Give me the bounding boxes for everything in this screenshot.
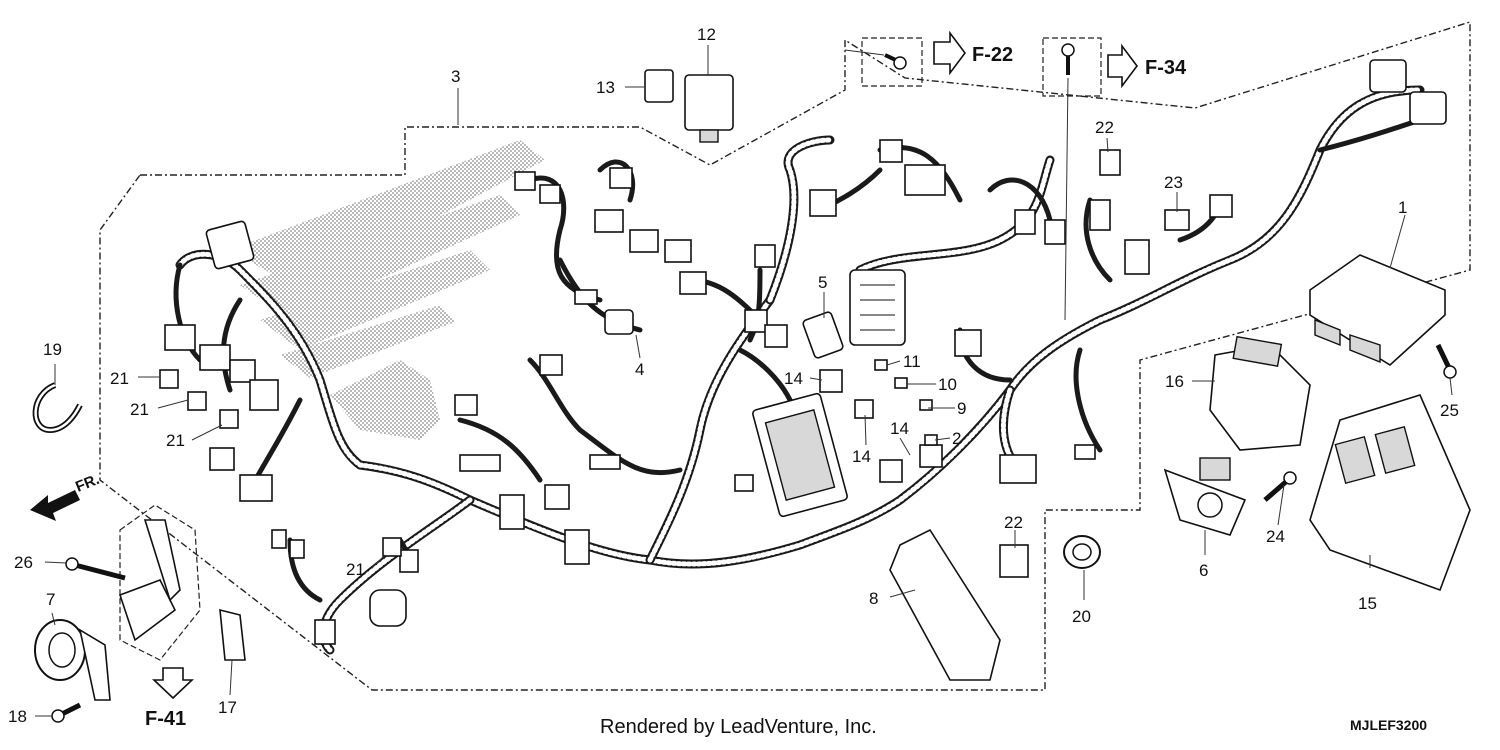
harness-connectors — [164, 59, 1447, 645]
label-23: 23 — [1164, 173, 1183, 192]
credit-text: Rendered by LeadVenture, Inc. — [600, 716, 877, 738]
label-16: 16 — [1165, 372, 1184, 391]
diagram-code: MJLEF3200 — [1350, 717, 1427, 733]
label-8: 8 — [869, 589, 878, 608]
label-13: 13 — [596, 78, 615, 97]
label-21b: 21 — [130, 400, 149, 419]
part-12-relay — [684, 74, 734, 143]
part-20-grommet — [1063, 535, 1101, 569]
bolts — [51, 43, 1457, 723]
label-20: 20 — [1072, 607, 1091, 626]
horn-bracket-border — [119, 504, 201, 661]
fuse-box — [849, 269, 906, 346]
label-25: 25 — [1440, 401, 1459, 420]
label-10: 10 — [938, 375, 957, 394]
f22-bolt-box — [861, 37, 923, 87]
part-8-module — [889, 528, 1001, 681]
reference-arrow-f34 — [1107, 43, 1138, 89]
part-16-module — [1209, 335, 1311, 451]
horn-bracket — [118, 519, 181, 642]
front-label: FR. — [73, 471, 102, 496]
label-24: 24 — [1266, 527, 1285, 546]
part-labels: 1 2 3 4 5 6 7 8 9 10 11 12 13 14 14 14 1… — [8, 25, 1459, 726]
ref-f41: F-41 — [145, 708, 186, 730]
label-5: 5 — [818, 273, 827, 292]
label-1: 1 — [1398, 198, 1407, 217]
label-2: 2 — [952, 429, 961, 448]
part-1-control-unit — [1309, 254, 1446, 366]
label-9: 9 — [957, 399, 966, 418]
label-14b: 14 — [890, 419, 909, 438]
harness-assembly-border — [99, 21, 1471, 691]
part-19-clamp — [32, 382, 83, 434]
front-arrow — [30, 490, 80, 521]
reference-arrow-f22 — [933, 30, 966, 76]
ref-f22: F-22 — [972, 44, 1013, 66]
ref-f34: F-34 — [1145, 57, 1187, 79]
part-6-sensor — [1163, 457, 1247, 536]
manufacturer-wing-logo — [230, 140, 545, 440]
label-18: 18 — [8, 707, 27, 726]
label-22b: 22 — [1004, 513, 1023, 532]
part-13-cover — [644, 69, 674, 103]
label-17: 17 — [218, 698, 237, 717]
label-19: 19 — [43, 340, 62, 359]
part-15-ecu — [1309, 394, 1471, 592]
label-14a: 14 — [784, 369, 803, 388]
label-3: 3 — [451, 67, 460, 86]
label-15: 15 — [1358, 594, 1377, 613]
label-21c: 21 — [166, 431, 185, 450]
label-7: 7 — [46, 590, 55, 609]
part-17-clip — [219, 608, 246, 661]
large-connector-block — [752, 392, 848, 518]
part-5-connector — [802, 311, 844, 359]
leader-lines — [35, 45, 1453, 717]
reference-arrow-f41 — [151, 667, 195, 700]
label-4: 4 — [635, 360, 644, 379]
label-21d: 21 — [346, 560, 365, 579]
label-11: 11 — [903, 352, 921, 371]
label-26: 26 — [14, 553, 33, 572]
label-6: 6 — [1199, 561, 1208, 580]
label-21a: 21 — [110, 369, 129, 388]
part-7-horn — [34, 619, 111, 701]
label-22a: 22 — [1095, 118, 1114, 137]
label-14c: 14 — [852, 447, 871, 466]
f34-bolt-box — [1042, 37, 1102, 97]
label-12: 12 — [697, 25, 716, 44]
